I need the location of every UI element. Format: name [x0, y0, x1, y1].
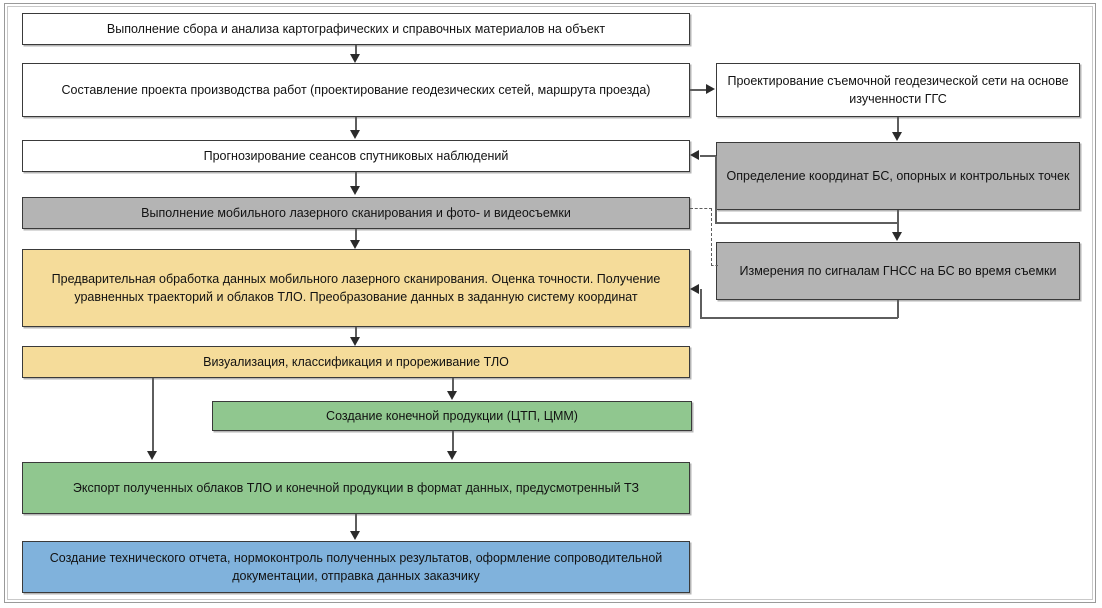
node-collect-analysis[interactable]: Выполнение сбора и анализа картографичес…	[22, 13, 690, 45]
edge-collect-to-project-arrow	[350, 54, 360, 63]
edge-bscoords-to-satellite-arrow	[690, 150, 699, 160]
node-final-products-label: Создание конечной продукции (ЦТП, ЦММ)	[326, 408, 578, 423]
edge-gnss-to-preprocessing-arrow	[690, 284, 699, 294]
node-gnss-measurements[interactable]: Измерения по сигналам ГНСС на БС во врем…	[716, 242, 1080, 300]
edge-mls-to-gnss-dash-out	[690, 208, 712, 209]
edge-export-to-report-arrow	[350, 531, 360, 540]
edge-gnss-to-preprocessing-drop	[897, 300, 899, 318]
edge-bscoords-to-satellite-enter	[700, 155, 716, 157]
edge-project-to-survey-arrow	[706, 84, 715, 94]
edge-project-to-satellite-line	[355, 117, 357, 131]
node-survey-net-design-label: Проектирование съемочной геодезической с…	[727, 73, 1069, 106]
diagram-inner-frame	[7, 6, 1093, 600]
edge-bscoords-to-gnss-line	[897, 210, 899, 233]
node-satellite-sessions-label: Прогнозирование сеансов спутниковых набл…	[203, 148, 509, 163]
node-visualization-label: Визуализация, классификация и прореживан…	[203, 354, 509, 369]
node-technical-report[interactable]: Создание технического отчета, нормоконтр…	[22, 541, 690, 593]
node-preprocessing-label: Предварительная обработка данных мобильн…	[51, 271, 661, 304]
edge-gnss-to-preprocessing-run	[700, 317, 898, 319]
node-preprocessing[interactable]: Предварительная обработка данных мобильн…	[22, 249, 690, 327]
edge-export-to-report-line	[355, 514, 357, 532]
node-base-station-coords-label: Определение координат БС, опорных и конт…	[726, 168, 1070, 183]
edge-bscoords-to-satellite-rise	[715, 156, 717, 223]
node-survey-net-design[interactable]: Проектирование съемочной геодезической с…	[716, 63, 1080, 117]
edge-visualization-to-export-arrow	[147, 451, 157, 460]
node-mobile-laser-scanning[interactable]: Выполнение мобильного лазерного сканиров…	[22, 197, 690, 229]
edge-survey-to-bscoords-arrow	[892, 132, 902, 141]
node-mobile-laser-scanning-label: Выполнение мобильного лазерного сканиров…	[141, 205, 571, 220]
edge-collect-to-project-line	[355, 45, 357, 55]
node-satellite-sessions[interactable]: Прогнозирование сеансов спутниковых набл…	[22, 140, 690, 172]
node-final-products[interactable]: Создание конечной продукции (ЦТП, ЦММ)	[212, 401, 692, 431]
edge-bscoords-to-gnss-arrow	[892, 232, 902, 241]
edge-mls-to-preprocessing-arrow	[350, 240, 360, 249]
node-visualization[interactable]: Визуализация, классификация и прореживан…	[22, 346, 690, 378]
edge-bscoords-to-satellite-run	[715, 222, 898, 224]
edge-final-to-export-arrow	[447, 451, 457, 460]
node-export-label: Экспорт полученных облаков ТЛО и конечно…	[72, 480, 640, 495]
edge-visualization-to-export-line	[152, 378, 154, 452]
edge-mls-to-gnss-dash-down	[711, 208, 712, 266]
edge-gnss-to-preprocessing-rise	[700, 289, 702, 318]
edge-satellite-to-mls-arrow	[350, 186, 360, 195]
edge-project-to-satellite-arrow	[350, 130, 360, 139]
edge-final-to-export-line	[452, 431, 454, 452]
edge-visualization-to-final-arrow	[447, 391, 457, 400]
edge-survey-to-bscoords-line	[897, 117, 899, 133]
node-work-project[interactable]: Составление проекта производства работ (…	[22, 63, 690, 117]
node-export[interactable]: Экспорт полученных облаков ТЛО и конечно…	[22, 462, 690, 514]
edge-mls-to-preprocessing-line	[355, 229, 357, 241]
edge-preprocessing-to-visualization-line	[355, 327, 357, 338]
edge-preprocessing-to-visualization-arrow	[350, 337, 360, 346]
edge-satellite-to-mls-line	[355, 172, 357, 187]
node-work-project-label: Составление проекта производства работ (…	[61, 82, 651, 97]
node-base-station-coords[interactable]: Определение координат БС, опорных и конт…	[716, 142, 1080, 210]
node-technical-report-label: Создание технического отчета, нормоконтр…	[49, 550, 663, 583]
node-collect-analysis-label: Выполнение сбора и анализа картографичес…	[106, 21, 606, 36]
edge-mls-to-gnss-dash-in	[711, 265, 718, 266]
edge-visualization-to-final-line	[452, 378, 454, 392]
node-gnss-measurements-label: Измерения по сигналам ГНСС на БС во врем…	[739, 263, 1057, 278]
edge-project-to-survey-line	[690, 89, 707, 91]
